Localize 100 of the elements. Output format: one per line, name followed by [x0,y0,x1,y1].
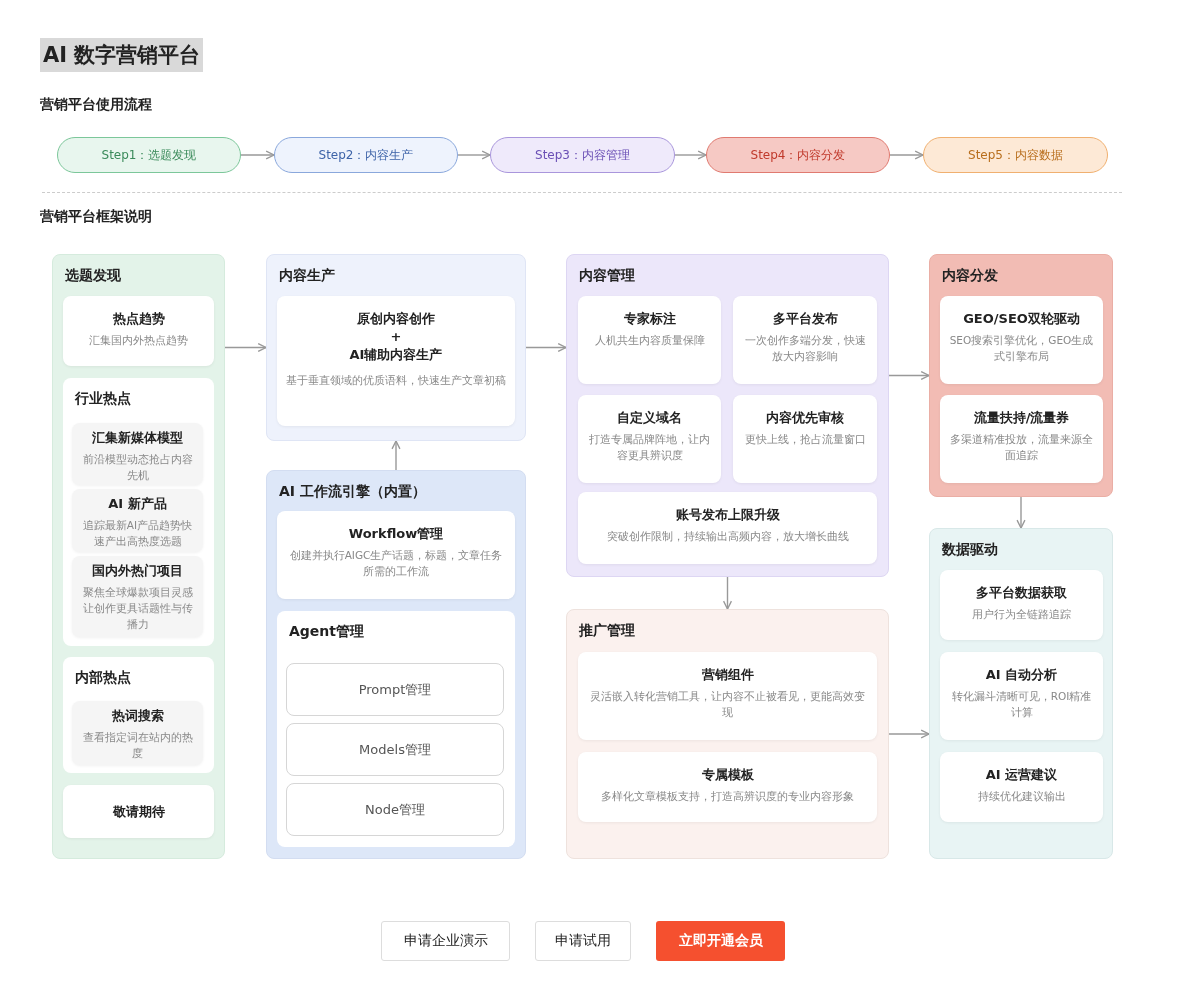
card-title: 营销组件 [700,666,755,684]
card-description: 追踪最新AI产品趋势快速产出高热度选题 [81,518,194,549]
item-label: Node管理 [364,800,426,819]
card-description: 一次创作多端分发，快速放大内容影响 [743,333,867,364]
arrow [224,342,267,353]
step-label: Step3：内容管理 [535,146,630,164]
panel-heading: 数据驱动 [942,541,998,559]
arrow [888,729,930,739]
panel-card [52,254,225,859]
card-description: 人机共生内容质量保障 [593,333,706,348]
feature-card [286,663,504,716]
panel-heading: 内部热点 [75,669,131,687]
panel-heading: Agent管理 [289,623,364,641]
item-label: Models管理 [358,740,432,759]
section-heading: 营销平台框架说明 [40,208,152,226]
feature-card [940,752,1103,822]
card-title: 专家标注 [622,310,677,328]
feature-card [940,296,1103,384]
page-title: AI 数字营销平台 [40,38,204,72]
feature-card [578,652,877,740]
action-button: 立即开通会员 [656,921,785,961]
card-title: 热词搜索 [110,707,165,725]
feature-card [63,785,214,838]
card-description: 汇集国内外热点趋势 [88,333,189,348]
step-label: Step5：内容数据 [968,146,1063,164]
card-title: AI辅助内容生产 [348,346,444,364]
card-description: 用户行为全链路追踪 [971,607,1072,622]
step-label: Step1：选题发现 [101,146,197,164]
feature-card [733,296,877,384]
panel-heading: 推广管理 [579,622,635,640]
panel-card [63,657,214,773]
feature-card [578,395,721,483]
card-title: 专属模板 [700,766,755,784]
feature-card [940,652,1103,740]
card-description: 突破创作限制，持续输出高频内容，放大增长曲线 [605,529,850,544]
panel-card [566,254,889,577]
card-description: 更快上线，抢占流量窗口 [743,432,867,447]
item-label: Prompt管理 [357,680,433,699]
card-description: 创建并执行AIGC生产话题，标题，文章任务所需的工作流 [288,548,504,579]
arrow [240,150,275,160]
feature-card [286,723,504,776]
card-description: 前沿模型动态抢占内容先机 [81,452,194,483]
action-button: 申请企业演示 [381,921,510,961]
feature-card [940,570,1103,640]
card-description: 多样化文章模板支持，打造高辨识度的专业内容形象 [600,789,855,804]
card-description: 聚焦全球爆款项目灵感让创作更具话题性与传播力 [81,585,194,632]
arrow [525,342,567,353]
card-title: Workflow管理 [347,525,445,543]
panel-heading: 内容生产 [279,267,335,285]
card-title: 热点趋势 [111,310,166,328]
panel-heading: 内容分发 [942,267,998,285]
panel-card [63,378,214,646]
panel-card [566,609,889,859]
step-pill [706,137,890,173]
arrow [889,150,924,160]
card-title: 账号发布上限升级 [674,506,781,524]
arrow [674,150,707,160]
feature-card [286,783,504,836]
card-description: 查看指定词在站内的热度 [81,730,194,761]
step-pill [57,137,241,173]
card-title: 原创内容创作 [356,310,436,328]
panel-heading: 行业热点 [75,390,131,408]
card-title: 多平台发布 [771,310,839,328]
feature-card [277,296,515,426]
feature-card [578,492,877,564]
feature-card [940,395,1103,483]
arrow [1016,496,1026,529]
card-title: 自定义域名 [616,409,683,427]
action-button: 申请试用 [535,921,631,961]
card-title: + [389,328,403,346]
card-title: 敬请期待 [111,802,166,821]
card-title: AI 运营建议 [984,766,1059,784]
card-title: 多平台数据获取 [975,584,1068,602]
panel-card [266,254,526,441]
section-heading: 营销平台使用流程 [40,96,152,114]
step-pill [923,137,1108,173]
card-description: 持续优化建议输出 [976,789,1067,804]
card-title: 汇集新媒体模型 [91,429,184,447]
arrow [722,576,733,610]
card-title: GEO/SEO双轮驱动 [962,310,1081,328]
card-description: 多渠道精准投放，流量来源全面追踪 [949,432,1094,463]
panel-card [277,611,515,847]
panel-card [929,528,1113,859]
card-description: 转化漏斗清晰可见，ROI精准计算 [950,689,1093,720]
step-label: Step2：内容生产 [318,146,414,164]
step-label: Step4：内容分发 [750,146,846,164]
card-description: 基于垂直领域的优质语料，快速生产文章初稿 [285,373,507,388]
card-title: 流量扶持/流量券 [972,409,1071,427]
card-title: AI 自动分析 [984,666,1059,684]
arrow [888,370,930,381]
panel-heading: 内容管理 [579,267,635,285]
feature-card [578,296,721,384]
feature-card [733,395,877,483]
panel-card [929,254,1113,497]
card-title: 国内外热门项目 [91,562,184,580]
panel-heading: 选题发现 [65,267,121,285]
step-pill [490,137,675,173]
panel-card [266,470,526,859]
card-title: AI 新产品 [107,495,168,513]
feature-card [63,296,214,366]
